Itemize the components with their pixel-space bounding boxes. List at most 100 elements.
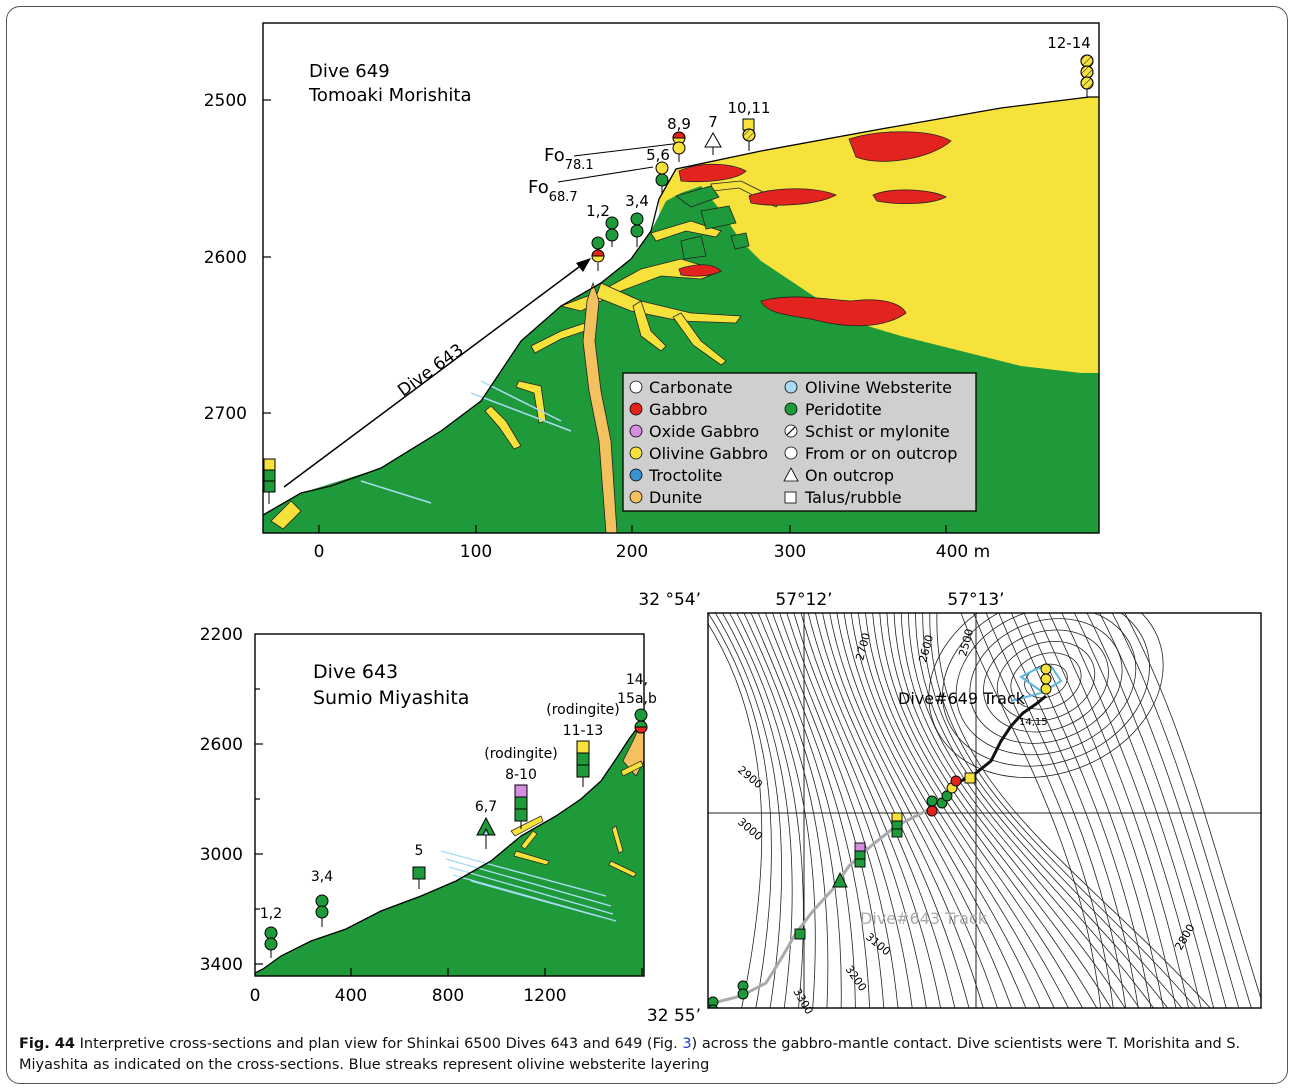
lat-bottom-label: 32 55’ (647, 1006, 701, 1026)
figure-frame: 2500 2600 2700 0 100 200 300 400 m Dive … (6, 6, 1288, 1084)
contour-ring (1024, 663, 1068, 699)
bottom-label-15ab: 15a,b (617, 691, 657, 707)
contour-line (779, 613, 899, 1008)
seafloor-profile (263, 96, 1099, 516)
contour-line (973, 613, 1114, 1008)
bottom-x-tick-400: 400 (335, 986, 367, 1006)
contour-line (708, 623, 763, 1008)
contour-lines (708, 613, 1261, 1008)
contour-line (1111, 613, 1252, 1008)
bottom-cross-section: 2200 2600 3000 3400 0 400 800 1200 Dive … (200, 625, 657, 1006)
contour-line (985, 613, 1127, 1008)
contour-ring (942, 613, 1150, 767)
bottom-label-14: 14, (626, 672, 648, 688)
bottom-samples (264, 708, 648, 958)
fo-label-68: Fo68.7 (528, 177, 578, 205)
map-frame (707, 612, 1262, 1009)
sample-label-8-9: 8,9 (667, 115, 691, 133)
contour-label-2900: 2900 (735, 763, 765, 791)
contour-line (1099, 613, 1240, 1008)
contour-line (936, 613, 1211, 1008)
websterite-streaks (360, 380, 572, 504)
contour-line (879, 613, 1098, 1008)
bottom-label-1-2: 1,2 (260, 906, 282, 922)
lat-top-label: 32 °54’ (638, 590, 701, 610)
dunite-channel (582, 281, 618, 533)
contour-line (786, 613, 913, 1008)
bottom-x-tick-0: 0 (250, 986, 261, 1006)
bottom-label-3-4: 3,4 (311, 869, 333, 885)
top-x-tick-400: 400 m (936, 542, 990, 562)
contour-label-3200: 3200 (843, 963, 870, 993)
sample-label-1-2: 1,2 (586, 202, 610, 220)
sample-label-12-14: 12-14 (1047, 34, 1091, 52)
gabbro-lenses (678, 131, 952, 327)
bottom-label-8-10: 8-10 (505, 767, 537, 783)
legend-on-outcrop: On outcrop (805, 466, 894, 485)
top-x-tick-200: 200 (616, 542, 648, 562)
bottom-y-tick-2200: 2200 (200, 625, 243, 645)
contour-line (750, 613, 842, 1008)
contour-ring (996, 641, 1096, 721)
contour-line (900, 613, 1140, 1008)
contour-line (1023, 613, 1164, 1008)
top-x-tick-0: 0 (314, 542, 325, 562)
contour-ring (955, 613, 1137, 756)
top-y-tick-2500: 2500 (204, 91, 247, 111)
fo-label-78: Fo78.1 (544, 145, 594, 173)
bottom-label-5: 5 (415, 843, 424, 859)
dive-643-track-label: Dive#643 Track (860, 909, 988, 928)
bottom-x-tick-800: 800 (432, 986, 464, 1006)
caption-fig-number: Fig. 44 (19, 1036, 75, 1052)
bottom-label-11-13: 11-13 (563, 723, 604, 739)
bottom-title-line1: Dive 643 (313, 661, 398, 683)
bottom-label-rodingite-2: (rodingite) (546, 702, 619, 718)
contour-line (960, 613, 1102, 1008)
contour-label-3000: 3000 (735, 815, 765, 843)
contour-line (708, 613, 772, 1008)
bottom-x-tick-1200: 1200 (523, 986, 566, 1006)
top-y-tick-2600: 2600 (204, 248, 247, 268)
caption-text-1: Interpretive cross-sections and plan vie… (75, 1036, 683, 1052)
top-title-line2: Tomoaki Morishita (308, 85, 472, 106)
contour-line (729, 613, 804, 1008)
contour-line (764, 613, 870, 1008)
bottom-seafloor-profile (255, 718, 644, 974)
legend-peridotite: Peridotite (805, 400, 882, 419)
contour-line (1011, 613, 1152, 1008)
contour-line (822, 613, 984, 1008)
caption-figure-ref[interactable]: 3 (682, 1036, 692, 1052)
top-cross-section: 2500 2600 2700 0 100 200 300 400 m Dive … (204, 22, 1100, 562)
legend-gabbro: Gabbro (649, 400, 708, 419)
contour-line (1086, 613, 1227, 1008)
top-x-tick-100: 100 (460, 542, 492, 562)
contour-line (1036, 613, 1177, 1008)
dive-643-arrowhead (576, 258, 591, 272)
contour-line (922, 613, 1183, 1008)
bottom-title-line2: Sumio Miyashita (313, 687, 469, 709)
contour-label-3300: 3300 (790, 986, 815, 1017)
legend-dunite: Dunite (649, 488, 702, 507)
legend-carbonate: Carbonate (649, 378, 733, 397)
contour-line (793, 613, 927, 1008)
bottom-y-tick-3000: 3000 (200, 845, 243, 865)
contour-line (743, 613, 829, 1008)
contour-ring (1010, 652, 1082, 710)
contour-line (836, 613, 1013, 1008)
bottom-peridotite-body (255, 719, 644, 976)
contour-line (1061, 613, 1202, 1008)
contour-line (1124, 613, 1261, 1001)
dive-643-arrow (283, 263, 584, 488)
legend-talus: Talus/rubble (804, 488, 902, 507)
contour-line (1074, 613, 1215, 1008)
legend-olivine-websterite: Olivine Websterite (805, 378, 952, 397)
bottom-axis-frame (254, 633, 645, 977)
contour-line (915, 613, 1169, 1008)
legend-from-outcrop: From or on outcrop (805, 444, 957, 463)
figure-caption: Fig. 44 Interpretive cross-sections and … (19, 1034, 1269, 1076)
top-x-tick-300: 300 (774, 542, 806, 562)
top-y-tick-2700: 2700 (204, 404, 247, 424)
bottom-y-tick-3400: 3400 (200, 955, 243, 975)
contour-line (857, 613, 1055, 1008)
